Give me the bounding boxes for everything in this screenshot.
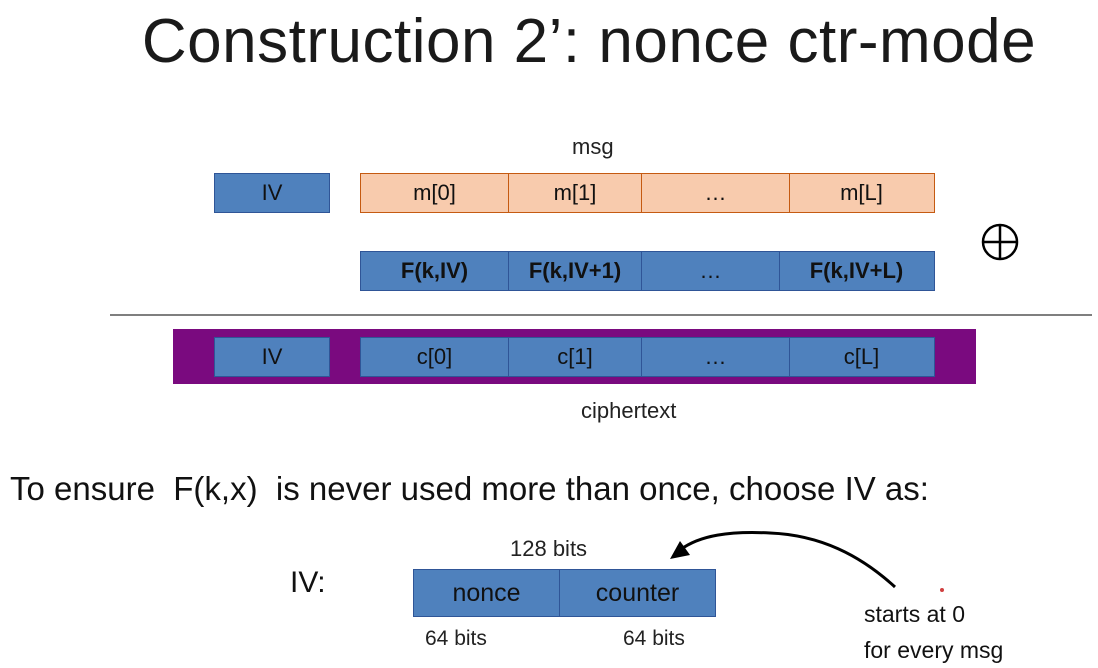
prf-blocks-row: F(k,IV) F(k,IV+1) … F(k,IV+L) (360, 251, 935, 291)
cipher-block-0: c[0] (361, 338, 509, 376)
cipher-block-ellipsis: … (642, 338, 790, 376)
prf-block-1: F(k,IV+1) (509, 252, 642, 290)
cipher-blocks-row: c[0] c[1] … c[L] (360, 337, 935, 377)
ensure-statement: To ensure F(k,x) is never used more than… (10, 470, 929, 507)
iv-box-cipher: IV (214, 337, 330, 377)
ciphertext-label: ciphertext (581, 398, 677, 423)
message-blocks-row: m[0] m[1] … m[L] (360, 173, 935, 213)
laser-pointer-dot (940, 588, 944, 592)
msg-block-ellipsis: … (642, 174, 790, 212)
curved-arrow-icon (670, 531, 897, 589)
nonce-field: nonce (413, 569, 560, 617)
iv-box-cipher-label: IV (261, 344, 283, 369)
divider-line (110, 314, 1092, 316)
counter-field-label: counter (595, 578, 680, 607)
msg-block-0: m[0] (361, 174, 509, 212)
iv-box-top-label: IV (261, 180, 283, 205)
nonce-field-label: nonce (452, 578, 521, 607)
prf-block-ellipsis: … (642, 252, 780, 290)
slide-title: Construction 2’: nonce ctr-mode (141, 7, 1037, 76)
msg-block-L: m[L] (790, 174, 933, 212)
prf-block-0: F(k,IV) (361, 252, 509, 290)
xor-icon (978, 220, 1022, 264)
counter-note: starts at 0 for every msg (864, 596, 1003, 668)
iv-box-top: IV (214, 173, 330, 213)
msg-block-1: m[1] (509, 174, 642, 212)
cipher-block-L: c[L] (790, 338, 933, 376)
prf-block-L: F(k,IV+L) (780, 252, 933, 290)
cipher-block-1: c[1] (509, 338, 642, 376)
nonce-bits-label: 64 bits (425, 627, 487, 650)
iv-structure-label: IV: (290, 566, 326, 599)
counter-note-line1: starts at 0 (864, 601, 965, 627)
total-bits-label: 128 bits (510, 536, 588, 561)
msg-label: msg (572, 134, 614, 159)
counter-field: counter (559, 569, 716, 617)
counter-note-line2: for every msg (864, 637, 1004, 663)
counter-bits-label: 64 bits (623, 627, 685, 650)
